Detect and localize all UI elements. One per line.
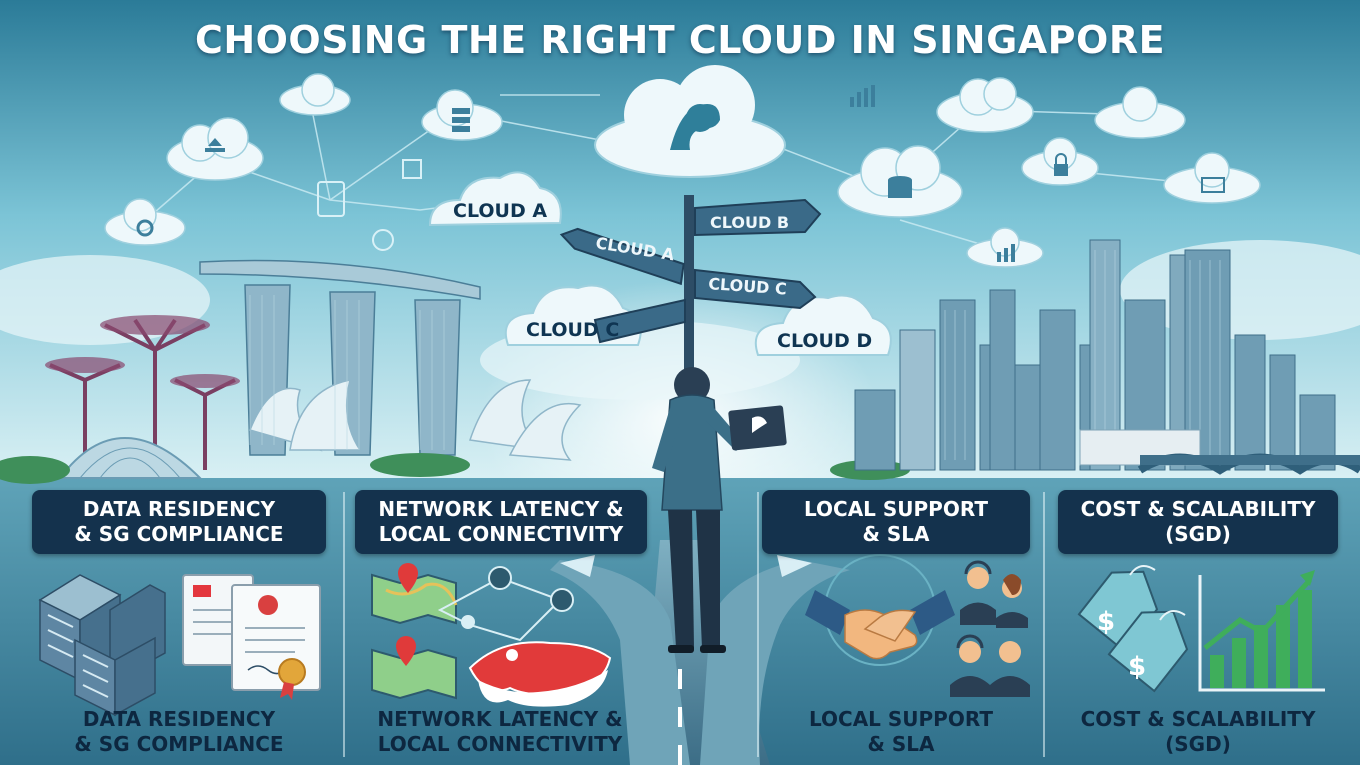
cloud-a-bubble (428, 171, 562, 227)
cloud-icon (279, 73, 351, 116)
cloud-upload-icon (1094, 86, 1186, 139)
svg-text:$: $ (1097, 607, 1115, 637)
server-stack-icon (38, 574, 166, 717)
cloud-download-icon (936, 77, 1034, 133)
heading-line-1: DATA RESIDENCY (82, 497, 276, 521)
caption-line-1: LOCAL SUPPORT (808, 707, 993, 731)
panel-caption-cost-scalability: COST & SCALABILITY(SGD) (1058, 707, 1338, 757)
caption-line-2: (SGD) (1165, 732, 1231, 756)
caption-line-1: NETWORK LATENCY & (377, 707, 623, 731)
sign-cloud-b: CLOUD B (710, 213, 789, 232)
singapore-map-icon (468, 641, 612, 707)
person-with-laptop (652, 367, 787, 653)
heading-line-1: NETWORK LATENCY & (378, 497, 624, 521)
main-cloud-lion-icon (594, 65, 786, 178)
cloud-upload-icon (166, 117, 264, 181)
panel-caption-network-latency: NETWORK LATENCY &LOCAL CONNECTIVITY (340, 707, 660, 757)
panel-caption-local-support: LOCAL SUPPORT& SLA (762, 707, 1040, 757)
caption-line-2: LOCAL CONNECTIVITY (377, 732, 623, 756)
cloud-a-label: CLOUD A (453, 200, 548, 222)
caption-line-1: COST & SCALABILITY (1080, 707, 1316, 731)
network-nodes-icon (437, 566, 574, 642)
page-title: CHOOSING THE RIGHT CLOUD IN SINGAPORE (194, 18, 1166, 62)
svg-text:$: $ (1128, 652, 1146, 682)
cloud-d-bubble (754, 294, 892, 356)
panel-divider (343, 492, 345, 757)
cloud-d-label: CLOUD D (777, 330, 873, 352)
caption-line-1: DATA RESIDENCY (82, 707, 276, 731)
panel-caption-data-residency: DATA RESIDENCY& SG COMPLIANCE (32, 707, 326, 757)
heading-line-2: & SG COMPLIANCE (74, 522, 284, 546)
panel-heading-data-residency: DATA RESIDENCY& SG COMPLIANCE (32, 490, 326, 554)
handshake-icon (805, 554, 955, 666)
caption-line-2: & SLA (867, 732, 935, 756)
caption-line-2: & SG COMPLIANCE (74, 732, 284, 756)
growth-chart-icon (1198, 570, 1325, 692)
support-agents-icon (950, 560, 1030, 697)
signpost: CLOUD A CLOUD B CLOUD C (559, 195, 822, 375)
price-tag-icon: $ $ (1077, 565, 1189, 693)
certificate-icon (182, 574, 321, 700)
panel-divider (757, 492, 759, 757)
panel-divider (1043, 492, 1045, 757)
heading-line-2: (SGD) (1165, 522, 1231, 546)
heading-line-1: LOCAL SUPPORT (803, 497, 988, 521)
heading-line-2: LOCAL CONNECTIVITY (378, 522, 624, 546)
cloud-c-label: CLOUD C (526, 319, 620, 341)
panel-heading-local-support: LOCAL SUPPORT& SLA (762, 490, 1030, 554)
heading-line-1: COST & SCALABILITY (1080, 497, 1316, 521)
map-pin-icon (371, 563, 458, 700)
heading-line-2: & SLA (862, 522, 930, 546)
panel-heading-network-latency: NETWORK LATENCY &LOCAL CONNECTIVITY (355, 490, 647, 554)
panel-heading-cost-scalability: COST & SCALABILITY(SGD) (1058, 490, 1338, 554)
